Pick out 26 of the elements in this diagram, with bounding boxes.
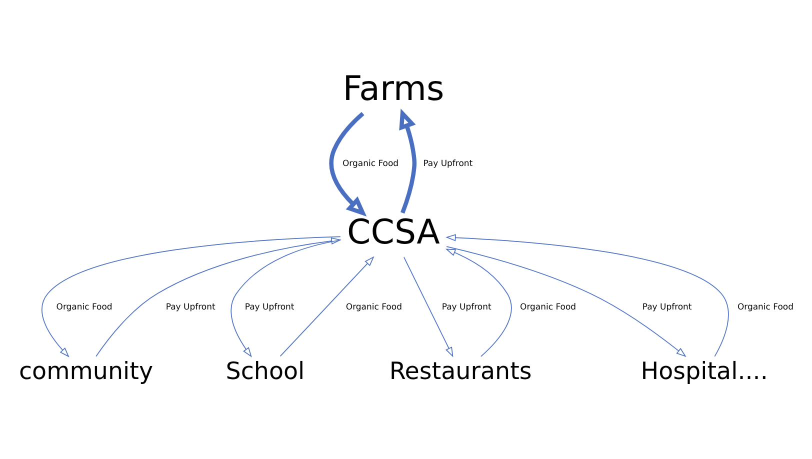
node-text: Farms [342, 68, 444, 109]
edge-label: Pay Upfront [244, 302, 294, 312]
arrow [399, 108, 417, 214]
edge-label: Organic Food [56, 302, 112, 312]
node-text: CCSA [347, 212, 440, 253]
arrow [404, 256, 454, 358]
arrow [280, 256, 374, 357]
edge-label: Pay Upfront [442, 302, 492, 312]
arrow [96, 237, 342, 357]
edge-label: Organic Food [346, 302, 402, 312]
edge-label: Pay Upfront [423, 158, 473, 169]
arrow [230, 240, 341, 358]
arrow [446, 246, 686, 358]
edge-label: Pay Upfront [642, 302, 692, 312]
edge-label: Pay Upfront [166, 302, 216, 312]
edge-label: Organic Food [737, 302, 794, 312]
arrow [329, 112, 367, 216]
node-text: Hospital.... [640, 356, 768, 385]
arrow [445, 248, 512, 357]
edge-label: Organic Food [520, 302, 576, 312]
node-text: School [226, 356, 305, 385]
arrow [446, 234, 729, 357]
node-text: Restaurants [389, 356, 532, 385]
arrow [42, 236, 341, 358]
node-text: community [18, 356, 154, 385]
edge-label: Organic Food [342, 158, 399, 169]
